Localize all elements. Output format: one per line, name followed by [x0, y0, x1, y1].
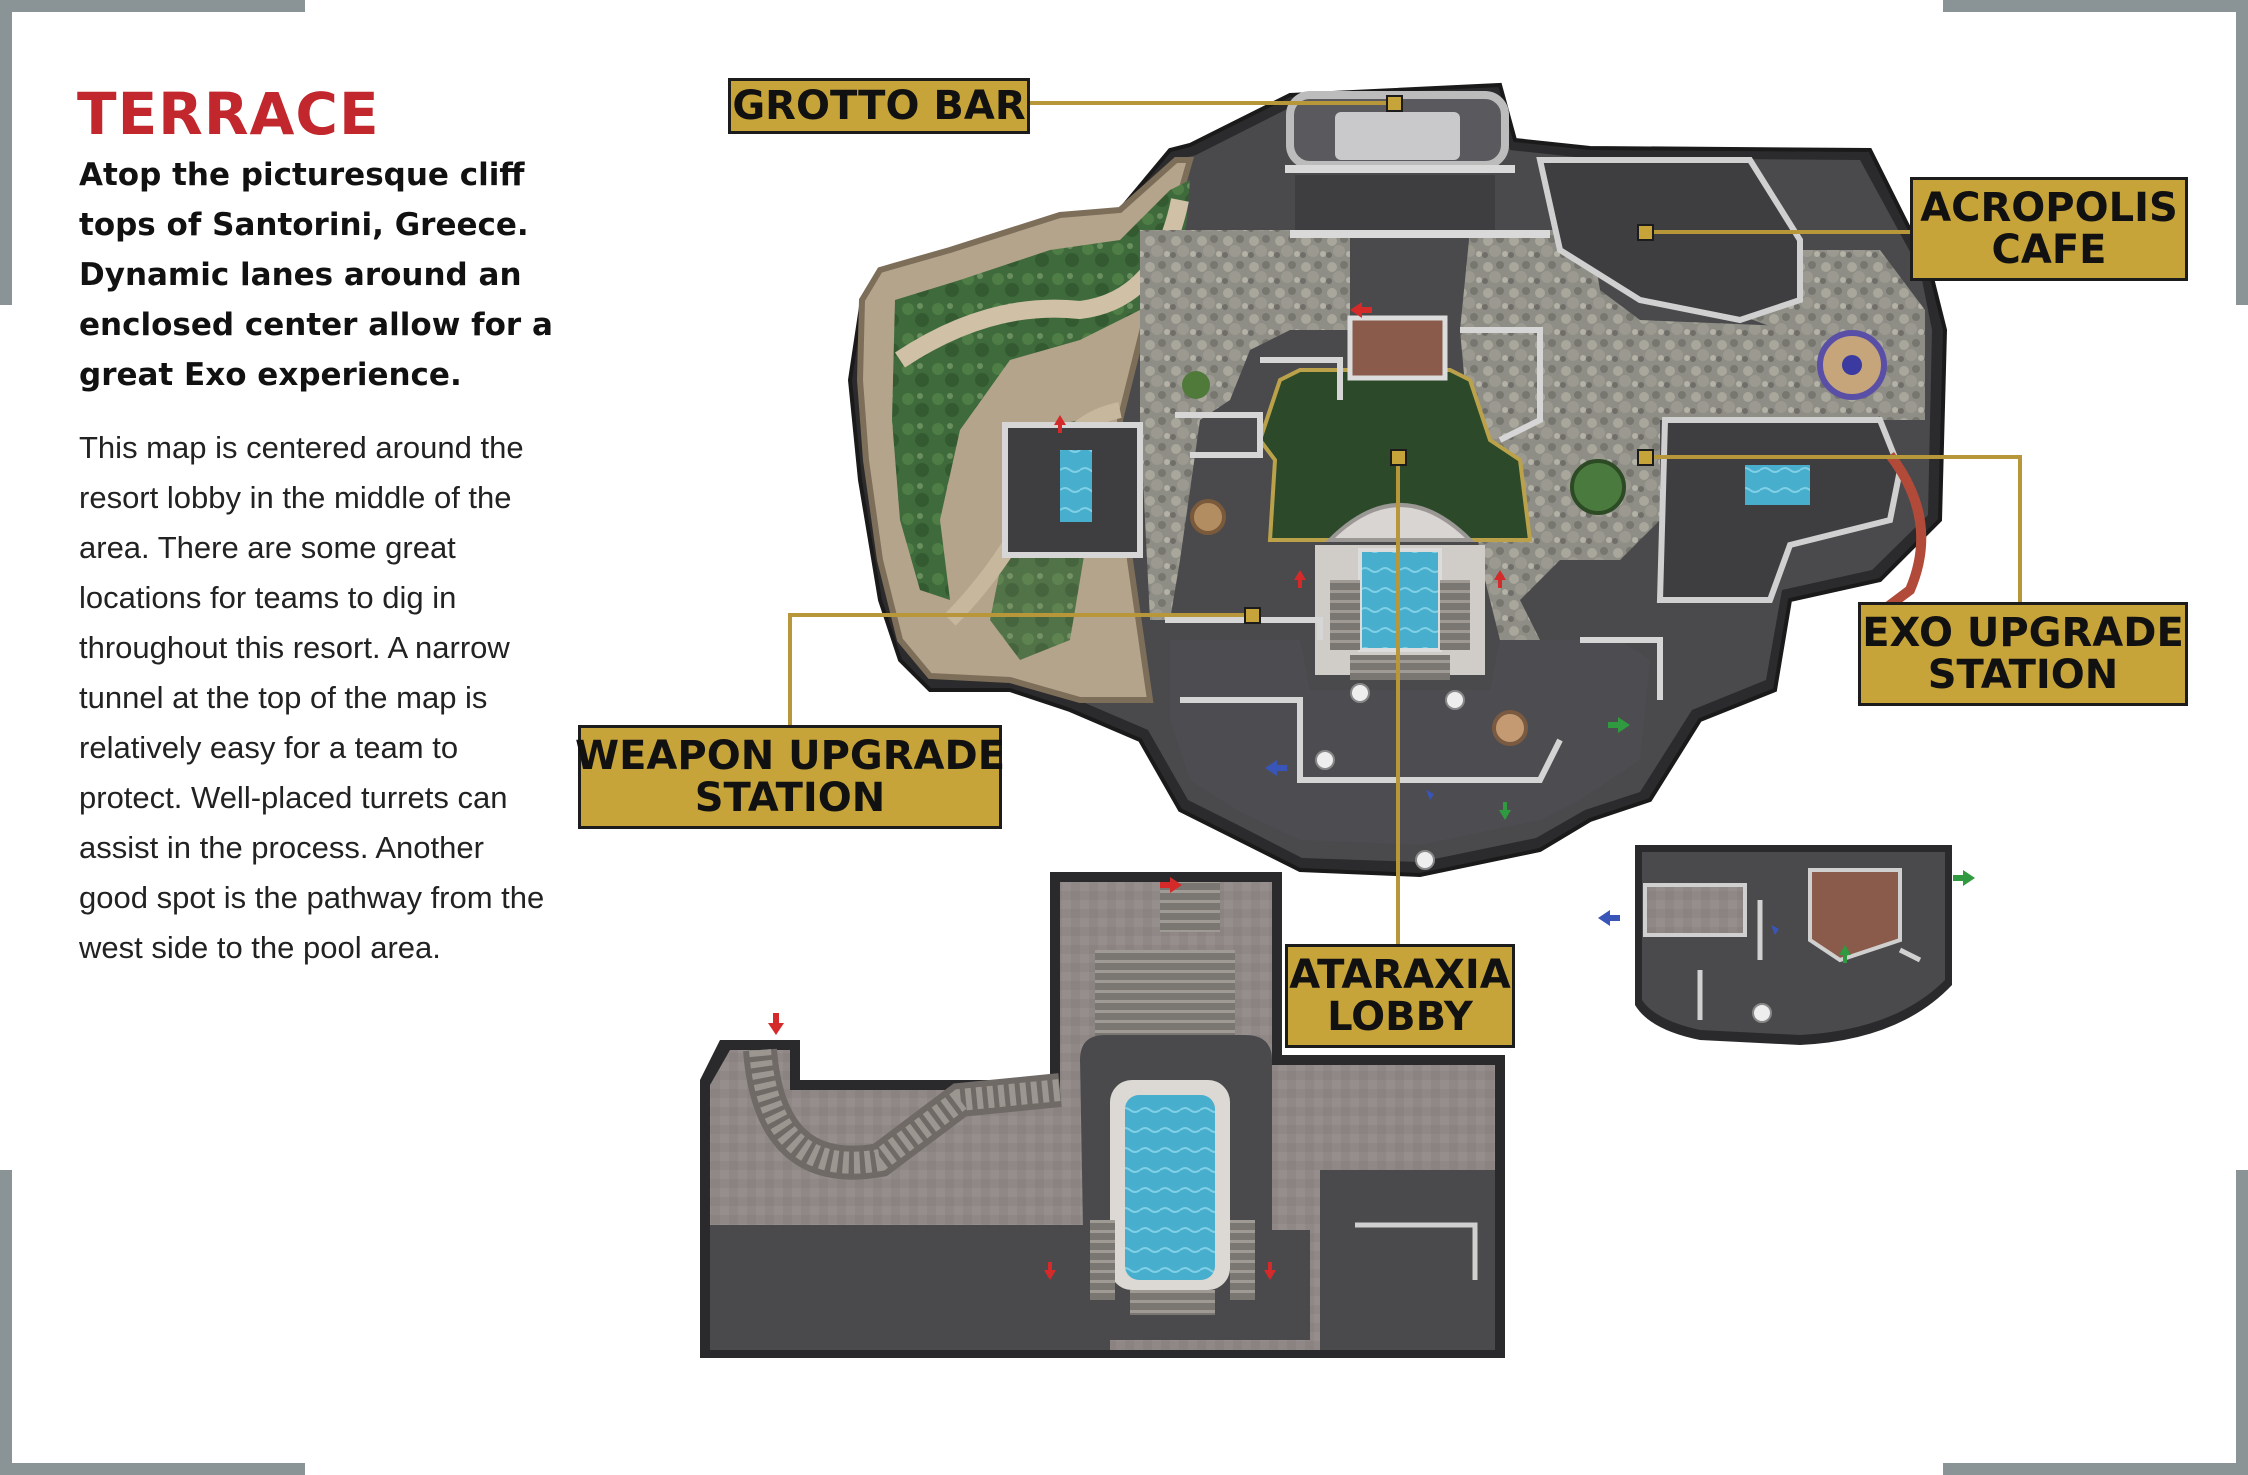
- cafe-lower-level-map: [1635, 845, 1952, 1045]
- corner-bracket: [1943, 1463, 2248, 1475]
- callout-line: ATARAXIA: [1289, 952, 1511, 998]
- spawn-arrow-green: [1499, 717, 1975, 963]
- spawn-markers: [768, 302, 1975, 1280]
- corner-bracket: [2236, 0, 2248, 305]
- callout-line: STATION: [694, 775, 886, 821]
- corner-bracket: [2236, 1170, 2248, 1475]
- callout-leaders: [788, 101, 2022, 944]
- callout-weapon-upgrade-station: WEAPON UPGRADE STATION: [574, 725, 1006, 829]
- callout-anchor-points: [1244, 95, 1654, 624]
- corner-bracket: [0, 1170, 12, 1475]
- corner-bracket: [0, 0, 305, 12]
- corner-bracket: [1943, 0, 2248, 12]
- lower-level-map: [700, 872, 1505, 1358]
- callout-line: WEAPON UPGRADE: [574, 733, 1006, 779]
- callout-acropolis-cafe: ACROPOLIS CAFE: [1910, 177, 2188, 281]
- corner-bracket: [0, 0, 12, 305]
- callout-line: GROTTO BAR: [732, 83, 1026, 129]
- callout-line: EXO UPGRADE: [1862, 610, 2184, 656]
- callout-line: LOBBY: [1327, 994, 1473, 1040]
- spawn-arrow-red: [768, 302, 1506, 1280]
- callout-line: CAFE: [1991, 227, 2107, 273]
- callout-exo-upgrade-station: EXO UPGRADE STATION: [1858, 602, 2188, 706]
- spawn-arrow-blue: [1265, 760, 1779, 935]
- page-title: TERRACE: [77, 80, 380, 148]
- callout-ataraxia-lobby: ATARAXIA LOBBY: [1285, 944, 1515, 1048]
- objective-marker: [1315, 683, 1772, 1023]
- corner-bracket: [0, 1463, 305, 1475]
- callout-line: STATION: [1927, 652, 2119, 698]
- main-map-area: [847, 82, 1948, 878]
- body-paragraph: This map is centered around the resort l…: [79, 430, 545, 965]
- callout-grotto-bar: GROTTO BAR: [728, 78, 1030, 134]
- callout-line: ACROPOLIS: [1920, 185, 2178, 231]
- lead-paragraph: Atop the picturesque cliff tops of Santo…: [79, 157, 553, 393]
